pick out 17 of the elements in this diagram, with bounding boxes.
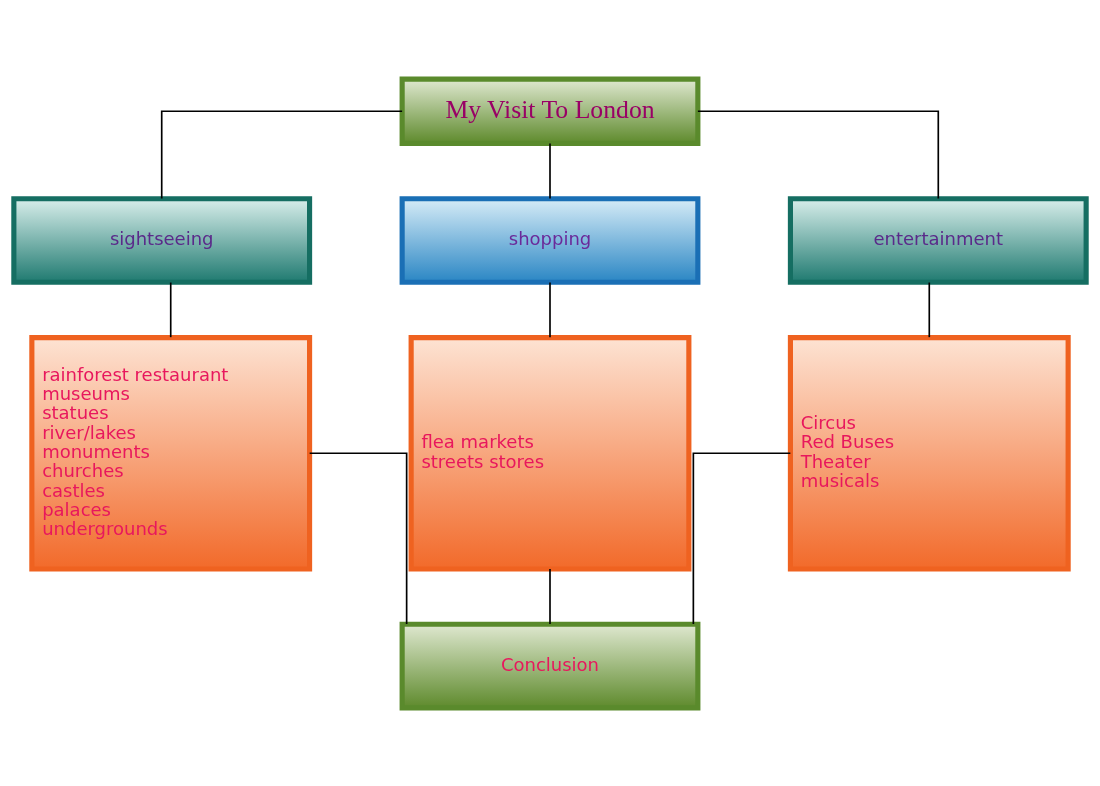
connector [549,142,551,199]
node-box: Circus Red Buses Theater musicals [787,334,1071,572]
node-box: shopping [399,195,701,285]
connector [169,281,172,338]
connector [549,567,551,625]
node-box: My Visit To London [399,76,701,146]
connector [160,109,403,199]
node-box: sightseeing [11,195,313,285]
connector [928,281,931,338]
connector [692,451,792,625]
node-box: Conclusion [399,621,701,710]
connector [308,451,408,625]
node-box: flea markets streets stores [408,334,692,572]
node-box: entertainment [787,195,1089,285]
node-box: rainforest restaurant museums statues river/lakes monuments churches castles palaces undergrounds [29,334,313,572]
connector [549,281,551,338]
connector [697,109,940,199]
